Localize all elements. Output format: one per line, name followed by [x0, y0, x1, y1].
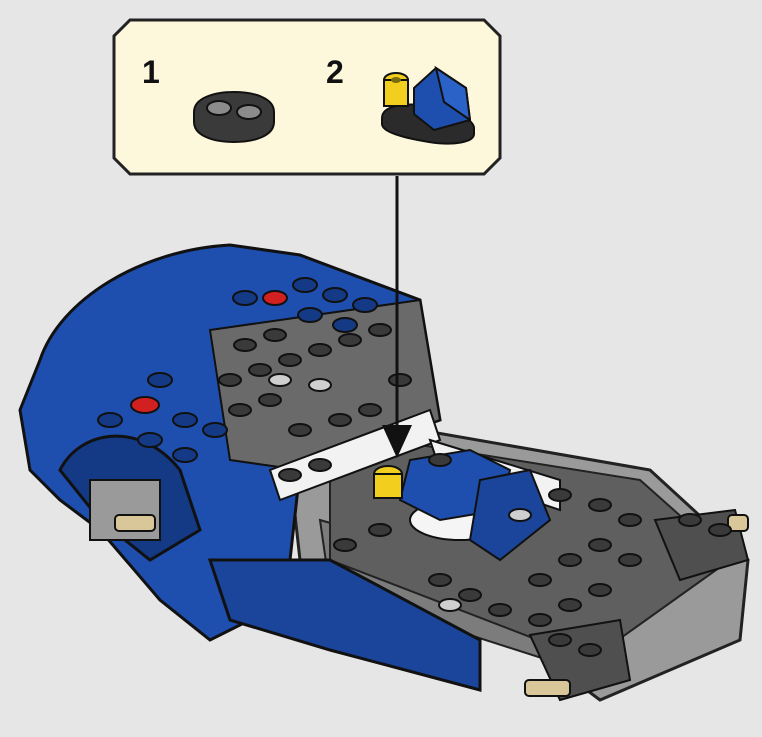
parts-callout-box: 1 2 [112, 18, 502, 176]
substep-number-1: 1 [142, 54, 160, 90]
dark-gray-plate-1x2-icon [193, 90, 275, 144]
blue-slope-on-plate-subassembly-icon [381, 65, 475, 145]
substep-number-2: 2 [326, 54, 344, 90]
